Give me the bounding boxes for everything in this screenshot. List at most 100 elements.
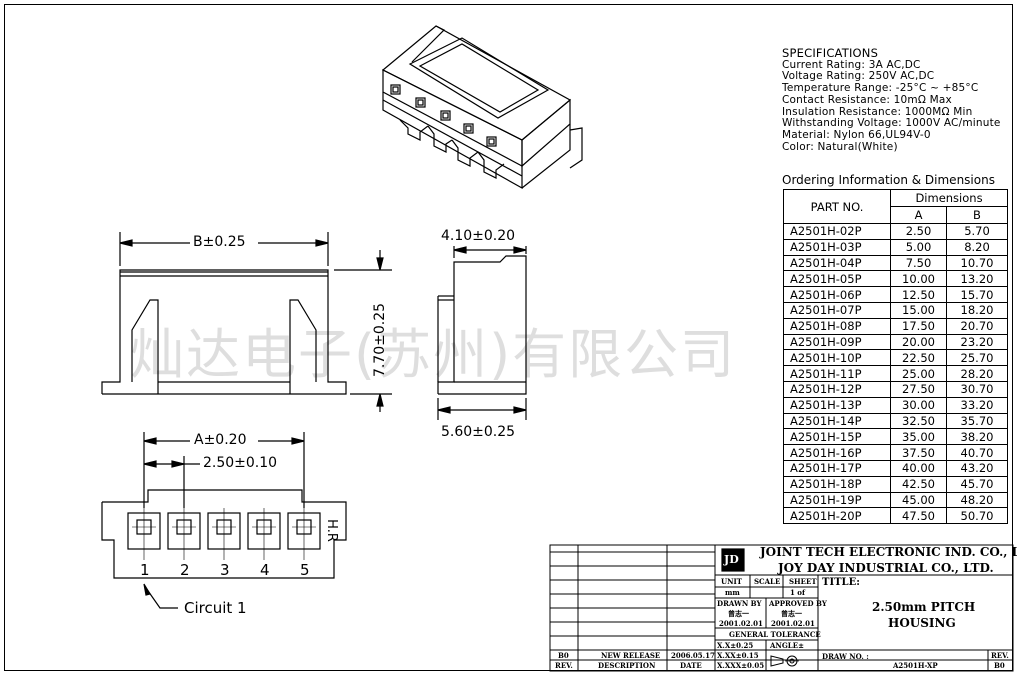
part-number-cell: A2501H-18P bbox=[783, 475, 891, 493]
dim-a-cell: 15.00 bbox=[890, 301, 947, 319]
pin-number: 5 bbox=[300, 561, 310, 579]
angle-label: ANGLE± bbox=[770, 641, 804, 650]
part-number-cell: A2501H-02P bbox=[783, 223, 891, 240]
dim-a-cell: 45.00 bbox=[890, 491, 947, 509]
rev-header-description: DESCRIPTION bbox=[598, 661, 656, 670]
part-number-cell: A2501H-13P bbox=[783, 396, 891, 414]
dim-a-cell: 42.50 bbox=[890, 475, 947, 493]
general-tolerance-label: GENERAL TOLERANCE bbox=[729, 630, 821, 639]
col-b-header: B bbox=[946, 206, 1008, 224]
rev-value: B0 bbox=[994, 661, 1005, 670]
spec-line: Voltage Rating: 250V AC,DC bbox=[782, 70, 935, 83]
dim-b-cell: 25.70 bbox=[946, 349, 1008, 367]
watermark-text: 灿达电子(苏州)有限公司 bbox=[130, 323, 737, 386]
height-dimension-label: 7.70±0.25 bbox=[372, 302, 388, 378]
part-number-cell: A2501H-16P bbox=[783, 444, 891, 461]
dim-b-cell: 30.70 bbox=[946, 380, 1008, 398]
dim-a-cell: 40.00 bbox=[890, 459, 947, 477]
dim-b-cell: 35.70 bbox=[946, 412, 1008, 430]
part-number-cell: A2501H-10P bbox=[783, 349, 891, 367]
draw-no-label: DRAW NO. : bbox=[822, 652, 869, 661]
part-number-cell: A2501H-15P bbox=[783, 428, 891, 446]
dim-b-cell: 28.20 bbox=[946, 365, 1008, 382]
dim-b-cell: 33.20 bbox=[946, 396, 1008, 414]
hr-label: H.R bbox=[323, 519, 339, 542]
rev-header-rev: REV. bbox=[555, 661, 573, 670]
front-view bbox=[101, 232, 392, 412]
drawn-by-label: DRAWN BY bbox=[717, 599, 762, 608]
unit-label: UNIT bbox=[721, 577, 742, 586]
company-name-1: JOINT TECH ELECTRONIC IND. CO., LTD. bbox=[760, 545, 1017, 559]
dim-b-cell: 15.70 bbox=[946, 286, 1008, 303]
circuit-label: Circuit 1 bbox=[184, 599, 247, 617]
ordering-title: Ordering Information & Dimensions bbox=[782, 173, 995, 187]
title-line-1: 2.50mm PITCH bbox=[872, 600, 976, 614]
top-depth-label: 4.10±0.20 bbox=[441, 228, 516, 244]
dim-a-cell: 27.50 bbox=[890, 380, 947, 398]
rev-row-rev: B0 bbox=[558, 651, 569, 660]
dim-b-cell: 20.70 bbox=[946, 317, 1008, 335]
spec-line: Temperature Range: -25°C ~ +85°C bbox=[782, 82, 979, 95]
company-logo: JD bbox=[724, 553, 739, 566]
part-number-cell: A2501H-11P bbox=[783, 365, 891, 382]
pin-number: 4 bbox=[260, 561, 270, 579]
a-dimension-label: A±0.20 bbox=[194, 432, 247, 448]
pin-number: 2 bbox=[180, 561, 190, 579]
dim-a-cell: 30.00 bbox=[890, 396, 947, 414]
bottom-depth-label: 5.60±0.25 bbox=[441, 424, 516, 440]
dim-a-cell: 20.00 bbox=[890, 333, 947, 351]
tolerance-1: X.X±0.25 bbox=[717, 641, 754, 650]
part-number-cell: A2501H-09P bbox=[783, 333, 891, 351]
company-name-2: JOY DAY INDUSTRIAL CO., LTD. bbox=[778, 561, 994, 575]
dim-b-cell: 5.70 bbox=[946, 223, 1008, 240]
spec-line: Withstanding Voltage: 1000V AC/minute bbox=[782, 117, 1001, 130]
unit-value: mm bbox=[725, 588, 740, 597]
dim-b-cell: 45.70 bbox=[946, 475, 1008, 493]
draw-no-value: A2501H-XP bbox=[893, 661, 938, 670]
dim-a-cell: 5.00 bbox=[890, 238, 947, 256]
dim-b-cell: 8.20 bbox=[946, 238, 1008, 256]
approved-name: 曾志一 bbox=[781, 609, 802, 618]
part-number-cell: A2501H-19P bbox=[783, 491, 891, 509]
dim-a-cell: 2.50 bbox=[890, 223, 947, 240]
sheet-label: SHEET bbox=[789, 577, 817, 586]
pin-number: 1 bbox=[140, 561, 150, 579]
spec-line: Color: Natural(White) bbox=[782, 140, 898, 153]
logo-mark bbox=[721, 548, 745, 572]
part-number-cell: A2501H-03P bbox=[783, 238, 891, 256]
tolerance-2: X.XX±0.15 bbox=[717, 651, 759, 660]
spec-line: Material: Nylon 66,UL94V-0 bbox=[782, 128, 931, 141]
part-no-header: PART NO. bbox=[783, 189, 891, 224]
dim-a-cell: 10.00 bbox=[890, 270, 947, 288]
side-view bbox=[437, 246, 527, 420]
drawing-frame bbox=[4, 4, 1013, 671]
part-number-cell: A2501H-06P bbox=[783, 286, 891, 303]
scale-label: SCALE bbox=[754, 577, 781, 586]
dim-b-cell: 13.20 bbox=[946, 270, 1008, 288]
dimensions-header: Dimensions bbox=[890, 189, 1008, 207]
specifications-block: SPECIFICATIONS Current Rating: 3A AC,DC … bbox=[782, 46, 1001, 153]
dim-a-cell: 37.50 bbox=[890, 444, 947, 461]
specifications-heading: SPECIFICATIONS bbox=[782, 46, 879, 60]
dim-b-cell: 10.70 bbox=[946, 254, 1008, 272]
spec-line: Contact Resistance: 10mΩ Max bbox=[782, 93, 952, 106]
dim-b-cell: 23.20 bbox=[946, 333, 1008, 351]
isometric-view bbox=[381, 25, 583, 190]
